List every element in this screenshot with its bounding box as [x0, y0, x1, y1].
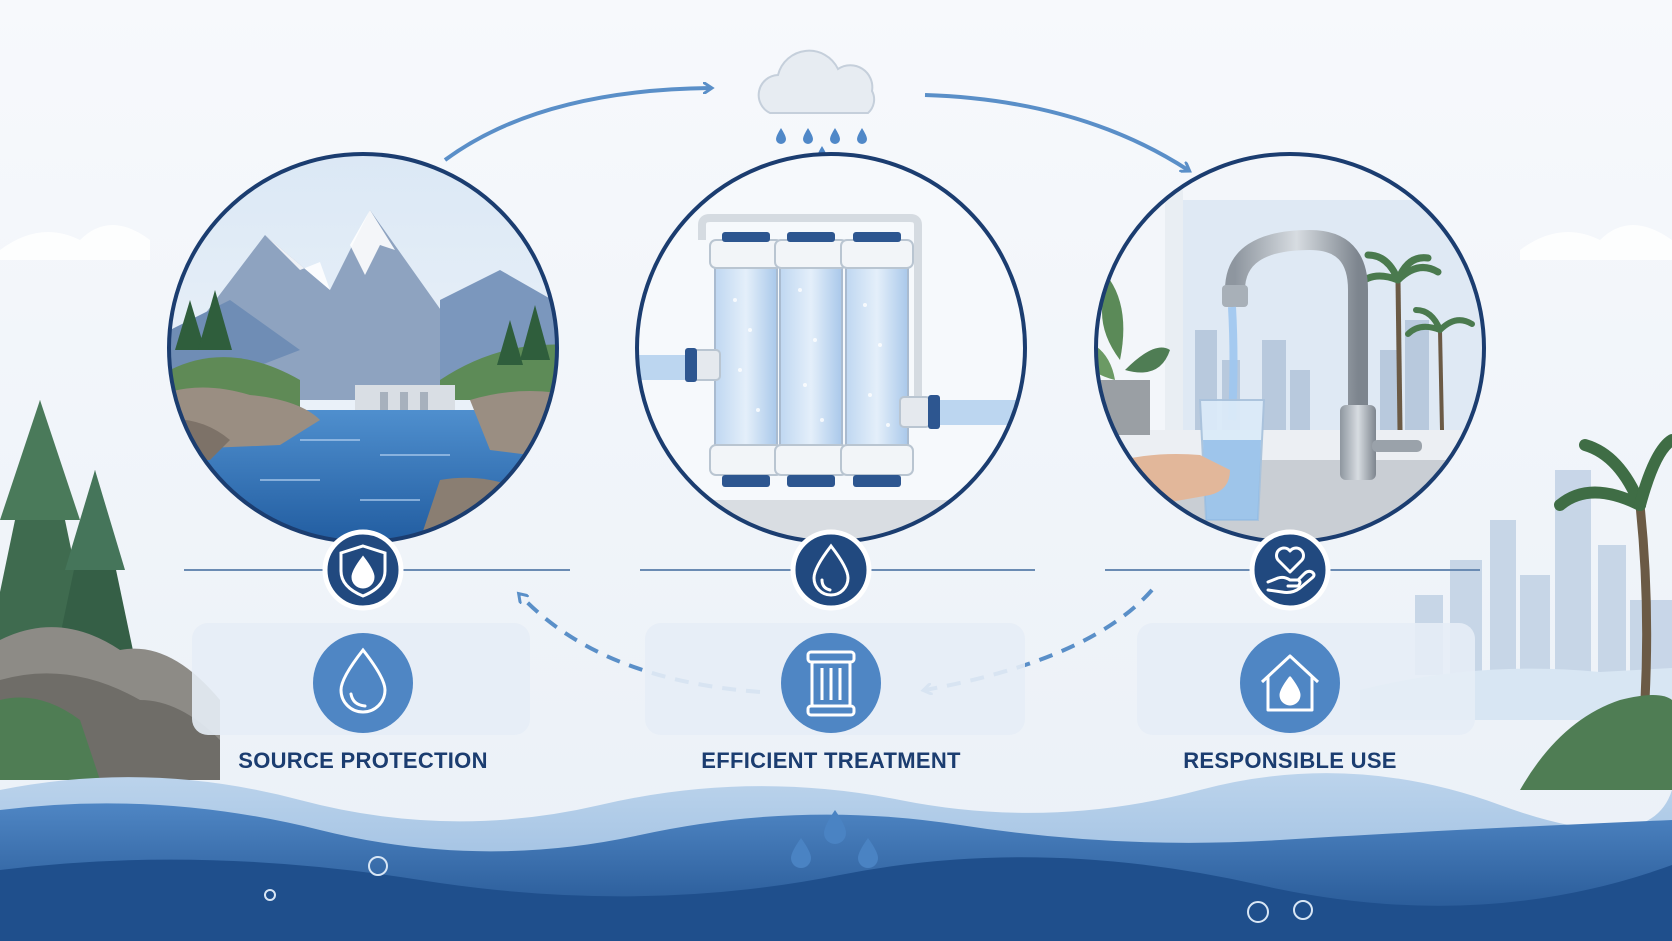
treatment-scene-illustration: [635, 152, 1027, 544]
filter-cartridges: [709, 232, 914, 487]
house-drop-icon: [1260, 654, 1320, 712]
cycle-arrow-top-right: [924, 93, 1188, 170]
card-icon-filter: [781, 633, 881, 733]
badge-heart-hand: [1249, 529, 1331, 611]
left-forest: [0, 400, 220, 780]
cycle-arrow-top-left: [443, 88, 710, 162]
right-palm-tree: [1520, 434, 1672, 790]
water-glass: [1198, 399, 1266, 521]
cycle-arrow-bottom-right: [925, 588, 1154, 690]
water-drop-icon: [339, 647, 387, 714]
sea-droplets: [791, 810, 878, 868]
sea-deep-wave: [0, 857, 1672, 941]
stage-label-treatment: EFFICIENT TREATMENT: [701, 748, 961, 773]
filter-cartridge-icon: [806, 650, 856, 717]
heart-hand-icon: [1266, 546, 1316, 594]
water-drop-icon: [812, 543, 850, 597]
shield-drop-icon: [339, 544, 387, 598]
stage-label-use: RESPONSIBLE USE: [1183, 748, 1397, 773]
card-icon-house: [1240, 633, 1340, 733]
background-cloud: [1520, 225, 1672, 260]
sea-bubbles: [264, 856, 1313, 923]
stage-label-source: SOURCE PROTECTION: [238, 748, 488, 773]
card-icon-water-drop: [313, 633, 413, 733]
badge-shield-drop: [322, 529, 404, 611]
badge-water-drop: [790, 529, 872, 611]
faucet: [1222, 229, 1422, 480]
background-cloud: [0, 225, 150, 260]
rain-cloud-icon: [757, 49, 876, 162]
palm-trees: [1354, 251, 1475, 431]
